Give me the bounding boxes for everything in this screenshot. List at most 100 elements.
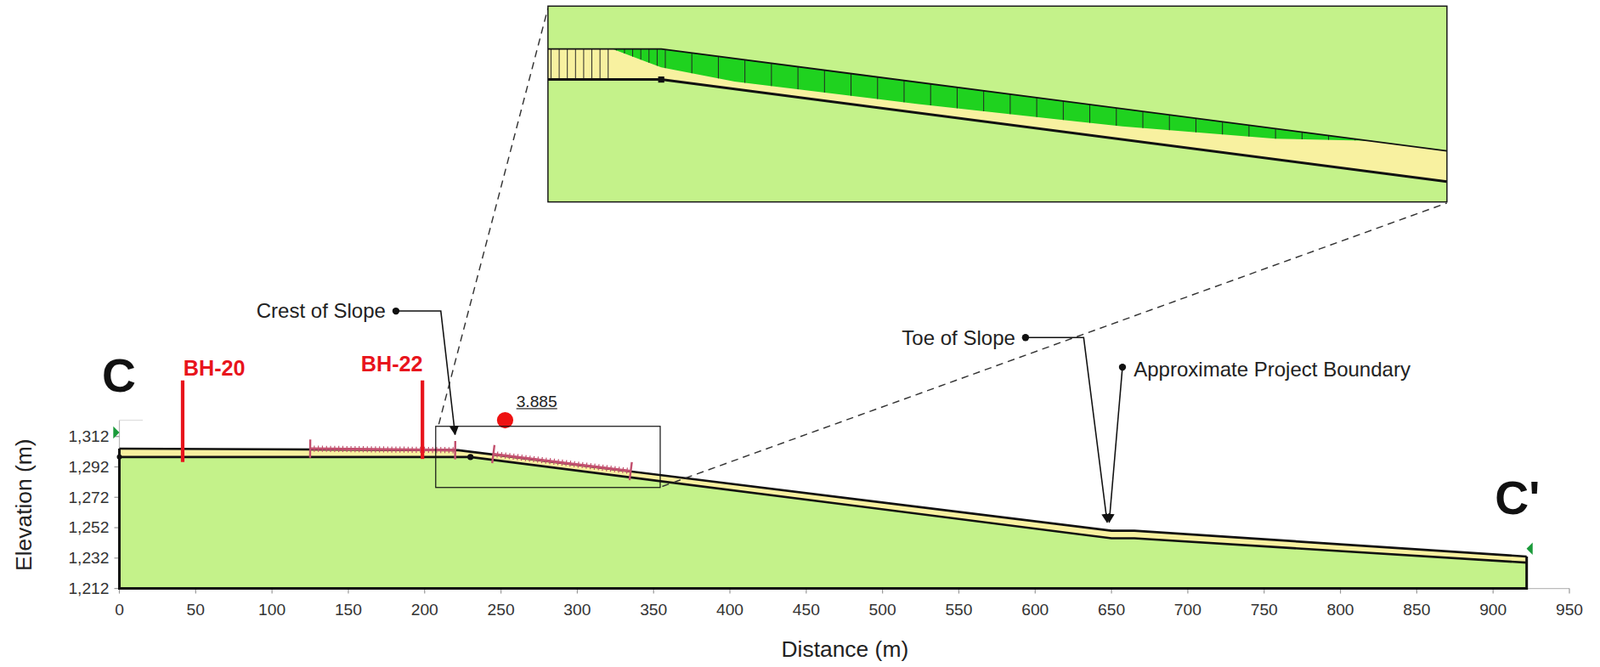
search-tick [573,461,576,468]
search-tick [589,463,592,470]
slice-line [1301,132,1303,140]
soil-layer [119,448,1527,563]
search-tick [598,463,600,470]
search-tick [548,457,551,464]
search-tick [322,446,323,453]
search-tick [605,464,608,471]
axis-title: Elevation (m) [11,438,37,572]
x-tick-label: 550 [944,600,973,619]
search-tick [528,455,531,462]
search-tick [532,456,535,463]
x-tick [1568,588,1570,594]
borehole-label: BH-20 [183,356,246,380]
search-tick [403,446,405,453]
callout-text: Approximate Project Boundary [1133,357,1411,380]
search-tick [504,452,507,459]
search-tick [516,453,519,460]
search-tick [541,457,543,464]
search-end [453,440,457,460]
bedrock [119,457,1527,589]
slice-line [770,62,772,86]
callout-text: Crest of Slope [256,299,386,323]
x-tick-label: 750 [1250,600,1278,619]
search-tick [626,467,628,474]
search-tick [500,452,503,458]
search-tick [374,446,376,453]
x-tick-label: 700 [1174,600,1202,619]
inset [548,5,1448,202]
search-tick [350,446,351,453]
x-tick-label: 300 [563,600,591,619]
zoom-line [438,8,548,425]
search-tick [399,446,401,453]
search-tick [621,467,624,474]
model-boundary [119,448,1527,589]
search-tick [614,466,617,473]
section-letter: C' [1494,471,1540,524]
search-tick [432,446,434,453]
search-tick [569,460,572,467]
zoom-box [435,426,661,488]
inset-frame [548,5,1448,202]
boundary-marker [113,426,119,439]
slide-mass [612,49,1374,142]
inset-soil [548,49,1448,182]
search-tick [496,451,498,458]
x-tick-label: 200 [411,600,439,619]
vertex-marker [658,76,665,83]
search-tick [362,446,364,453]
search-tick [593,463,596,470]
search-limit [493,453,632,471]
boundary-marker [1526,542,1533,555]
search-tick [435,446,437,453]
x-tick-label: 100 [258,600,286,619]
slice-line [956,87,958,109]
search-end [629,462,633,481]
search-tick [395,446,396,453]
search-tick [565,460,567,467]
y-tick-label: 1,252 [67,518,109,537]
slice-line [550,49,552,80]
search-tick [577,461,580,468]
x-tick-label: 0 [114,600,125,619]
slice-line [1221,121,1223,135]
slice-line [983,90,984,112]
search-tick [342,446,344,453]
safety-factor: 3.885 [516,392,558,411]
slice-line [640,49,642,61]
search-tick [407,446,409,453]
slice-line [1195,118,1197,132]
axis-title: Distance (m) [780,637,909,662]
y-tick-label: 1,272 [67,488,109,507]
search-tick [553,458,555,465]
layer-boundary [119,457,1527,563]
slice-line [1062,101,1064,120]
slice-line [607,49,609,80]
vertex-dot [117,454,123,460]
search-tick [537,456,539,463]
borehole [420,380,425,459]
slice-line [632,49,634,57]
slice-line [744,59,746,83]
search-tick [370,446,372,453]
x-tick-label: 500 [869,600,897,619]
x-tick-label: 800 [1326,600,1354,619]
x-tick-label: 650 [1097,600,1126,619]
y-tick-label: 1,232 [67,548,109,567]
slice-line [876,77,878,100]
x-tick-label: 600 [1021,600,1049,619]
x-tick-label: 350 [639,600,668,619]
slice-line [1275,128,1277,139]
slice-line [575,49,577,80]
slice-line [903,80,905,103]
search-tick [561,459,564,466]
search-tick [508,452,511,459]
slice-line [850,73,852,97]
search-tick [520,454,523,461]
search-end [309,439,312,458]
x-tick-label: 150 [334,600,362,619]
leader-line [1108,367,1123,522]
slice-line [1036,97,1038,118]
search-tick [512,453,515,460]
